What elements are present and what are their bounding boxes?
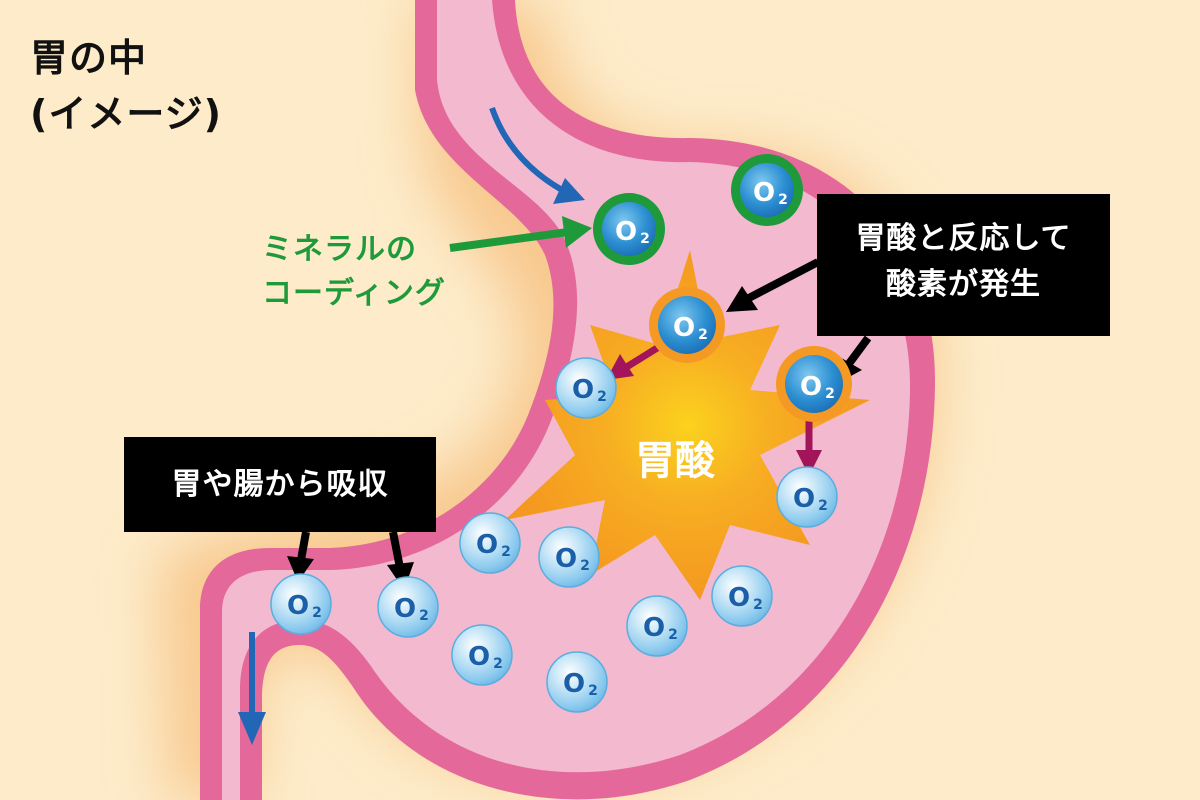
svg-text:2: 2 xyxy=(668,627,678,643)
svg-text:O: O xyxy=(563,669,585,699)
reaction-line1: 胃酸と反応して xyxy=(855,221,1072,256)
mineral-coating-line2: コーディング xyxy=(262,276,446,311)
page-title: 胃の中 (イメージ) xyxy=(30,30,222,142)
svg-text:2: 2 xyxy=(698,327,708,343)
absorption-arrow-right xyxy=(387,531,414,590)
svg-text:O: O xyxy=(287,591,309,621)
reacting-oxygen-molecule: O 2 xyxy=(776,346,852,422)
absorption-label: 胃や腸から吸収 xyxy=(171,467,389,502)
svg-text:O: O xyxy=(615,217,637,247)
reaction-line2: 酸素が発生 xyxy=(886,267,1041,302)
absorption-arrow-left xyxy=(287,531,314,582)
reaction-arrow-left xyxy=(726,258,820,312)
stomach-acid-burst xyxy=(505,250,870,600)
title-line2: (イメージ) xyxy=(30,92,222,136)
svg-text:O: O xyxy=(728,583,750,613)
svg-text:2: 2 xyxy=(825,386,835,402)
svg-text:O: O xyxy=(753,178,775,208)
svg-text:2: 2 xyxy=(588,683,598,699)
reaction-callout: 胃酸と反応して 酸素が発生 xyxy=(817,194,1110,336)
svg-text:2: 2 xyxy=(818,498,828,514)
svg-text:O: O xyxy=(468,642,490,672)
flow-arrow-out xyxy=(238,632,266,745)
flow-arrow-in xyxy=(489,107,585,204)
release-arrow-right xyxy=(796,418,822,476)
stomach-acid-label: 胃酸 xyxy=(635,438,715,484)
svg-text:O: O xyxy=(394,594,416,624)
reacting-oxygen-molecule: O 2 xyxy=(649,287,725,363)
svg-text:2: 2 xyxy=(753,597,763,613)
mineral-coating-label: ミネラルの コーディング xyxy=(262,228,446,316)
title-line1: 胃の中 xyxy=(30,36,148,80)
svg-text:O: O xyxy=(793,484,815,514)
svg-text:O: O xyxy=(572,375,594,405)
svg-text:O: O xyxy=(673,313,695,343)
svg-text:O: O xyxy=(476,530,498,560)
svg-text:O: O xyxy=(555,544,577,574)
svg-text:2: 2 xyxy=(419,608,429,624)
svg-text:2: 2 xyxy=(580,558,590,574)
coated-oxygen-molecule: O 2 xyxy=(593,193,665,265)
svg-text:2: 2 xyxy=(493,656,503,672)
svg-text:O: O xyxy=(800,372,822,402)
svg-text:2: 2 xyxy=(640,231,650,247)
svg-text:2: 2 xyxy=(778,192,788,208)
mineral-coating-arrow xyxy=(449,216,592,252)
coated-oxygen-molecule: O 2 xyxy=(731,154,803,226)
svg-text:2: 2 xyxy=(312,605,322,621)
svg-text:2: 2 xyxy=(501,544,511,560)
mineral-coating-line1: ミネラルの xyxy=(262,232,417,267)
svg-text:O: O xyxy=(643,613,665,643)
absorption-callout: 胃や腸から吸収 xyxy=(124,437,436,532)
svg-text:2: 2 xyxy=(597,389,607,405)
